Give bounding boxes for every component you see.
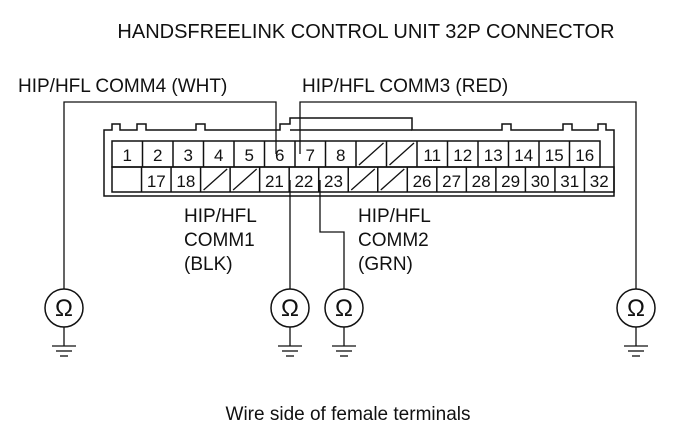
pin-15: 15 xyxy=(545,146,564,165)
pin-27: 27 xyxy=(442,172,461,191)
diagram-footer: Wire side of female terminals xyxy=(226,404,471,425)
empty-cavity xyxy=(350,168,376,191)
ohm-icon: Ω xyxy=(281,295,299,322)
ground-icon xyxy=(624,327,648,357)
pin-8: 8 xyxy=(336,146,345,165)
pin-26: 26 xyxy=(413,172,432,191)
ohmmeter-4: Ω xyxy=(616,288,656,357)
wire-comm3 xyxy=(299,101,637,290)
pin-23: 23 xyxy=(324,172,343,191)
wire-comm2 xyxy=(319,180,345,290)
pin-7: 7 xyxy=(306,146,315,165)
label-comm3: HIP/HFL COMM3 (RED) xyxy=(302,76,508,97)
label-comm1-line3: (BLK) xyxy=(184,254,233,275)
ohmmeter-2: Ω xyxy=(270,288,310,357)
empty-cavity xyxy=(389,142,415,166)
ground-icon xyxy=(52,327,76,357)
pin-22: 22 xyxy=(294,172,313,191)
label-comm1-line1: HIP/HFL xyxy=(184,206,257,227)
pin-29: 29 xyxy=(501,172,520,191)
bottom-row-pins: 17 18 21 22 23 26 27 28 29 30 31 32 xyxy=(147,172,609,191)
pin-32: 32 xyxy=(590,172,609,191)
ohm-icon: Ω xyxy=(335,295,353,322)
pin-14: 14 xyxy=(514,146,533,165)
wire-comm4 xyxy=(63,101,277,290)
pin-17: 17 xyxy=(147,172,166,191)
pin-18: 18 xyxy=(176,172,195,191)
label-comm4: HIP/HFL COMM4 (WHT) xyxy=(18,76,227,97)
pin-28: 28 xyxy=(472,172,491,191)
empty-cavity xyxy=(358,142,384,166)
pin-4: 4 xyxy=(214,146,223,165)
pin-1: 1 xyxy=(123,146,132,165)
pin-3: 3 xyxy=(184,146,193,165)
pin-11: 11 xyxy=(423,146,441,165)
label-comm1-line2: COMM1 xyxy=(184,230,255,251)
label-comm2-line1: HIP/HFL xyxy=(358,206,431,227)
ohm-icon: Ω xyxy=(55,295,73,322)
pin-6: 6 xyxy=(275,146,284,165)
ohm-icon: Ω xyxy=(627,295,645,322)
label-comm2-line3: (GRN) xyxy=(358,254,413,275)
pin-2: 2 xyxy=(153,146,162,165)
ground-icon xyxy=(278,327,302,357)
label-comm2: HIP/HFL COMM2 (GRN) xyxy=(358,206,431,275)
connector-32p xyxy=(103,117,615,197)
empty-cavity xyxy=(203,168,228,191)
label-comm1: HIP/HFL COMM1 (BLK) xyxy=(184,206,257,275)
pin-31: 31 xyxy=(560,172,579,191)
pin-12: 12 xyxy=(453,146,472,165)
probe-wires xyxy=(63,101,637,290)
diagram-title: HANDSFREELINK CONTROL UNIT 32P CONNECTOR xyxy=(117,21,614,43)
pin-5: 5 xyxy=(245,146,254,165)
ohmmeter-1: Ω xyxy=(44,288,84,357)
empty-cavity xyxy=(380,168,405,191)
pin-21: 21 xyxy=(265,172,284,191)
pin-13: 13 xyxy=(484,146,503,165)
empty-cavity xyxy=(232,168,258,191)
pin-16: 16 xyxy=(575,146,594,165)
ohmmeter-3: Ω xyxy=(324,288,364,357)
empty-cavity-marks xyxy=(203,142,415,191)
ground-icon xyxy=(332,327,356,357)
pin-30: 30 xyxy=(531,172,550,191)
label-comm2-line2: COMM2 xyxy=(358,230,429,251)
